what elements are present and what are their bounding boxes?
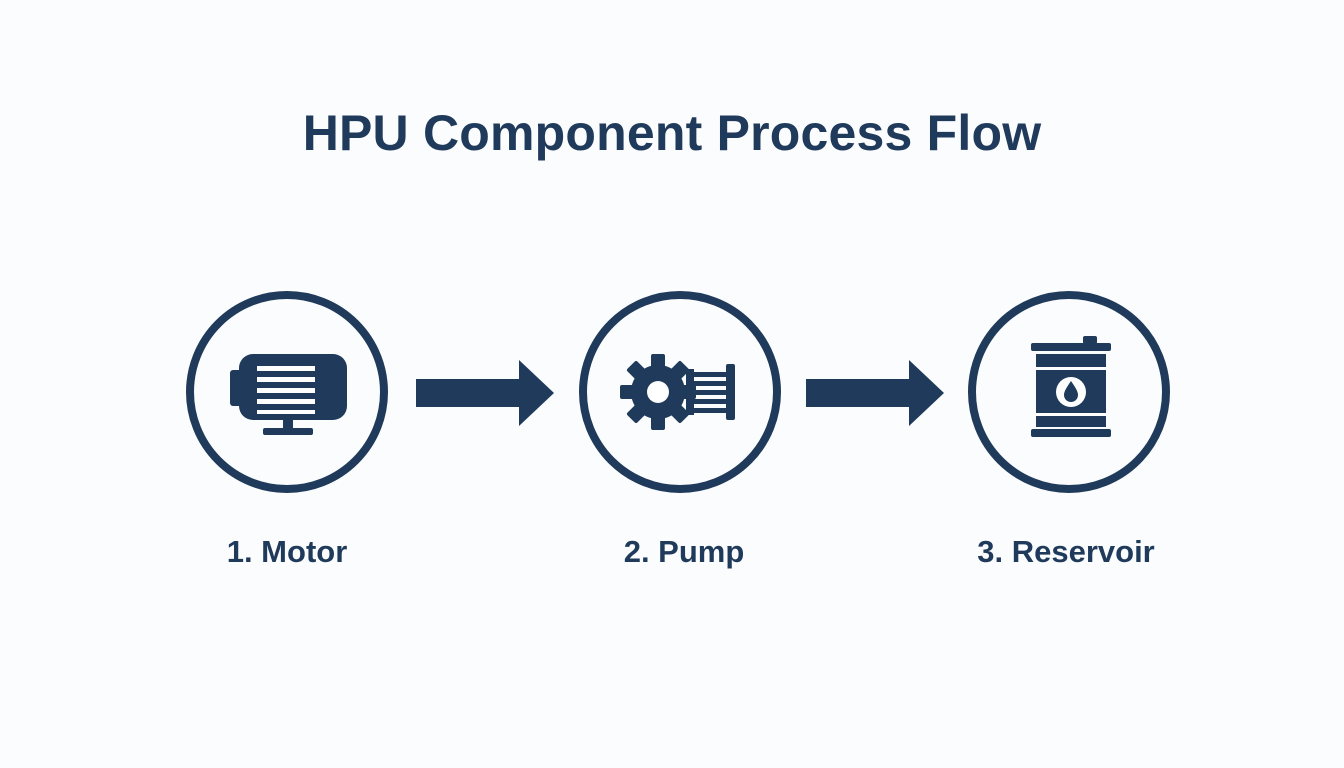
arrow-right-icon: [416, 360, 554, 426]
motor-step-circle: [185, 290, 389, 494]
electric-motor-icon: [186, 291, 388, 493]
flow-arrow: [806, 358, 946, 428]
step-label-reservoir: 3. Reservoir: [977, 534, 1155, 569]
pump-step-circle: [578, 290, 782, 494]
step-label-motor: 1. Motor: [226, 534, 348, 569]
step-label-pump: 2. Pump: [623, 534, 745, 569]
arrow-right-icon: [806, 360, 944, 426]
oil-barrel-reservoir-icon: [968, 291, 1170, 493]
reservoir-step-circle: [967, 290, 1171, 494]
page-title: HPU Component Process Flow: [302, 105, 1042, 161]
flow-arrow: [416, 358, 556, 428]
hydraulic-pump-gear-icon: [579, 291, 781, 493]
